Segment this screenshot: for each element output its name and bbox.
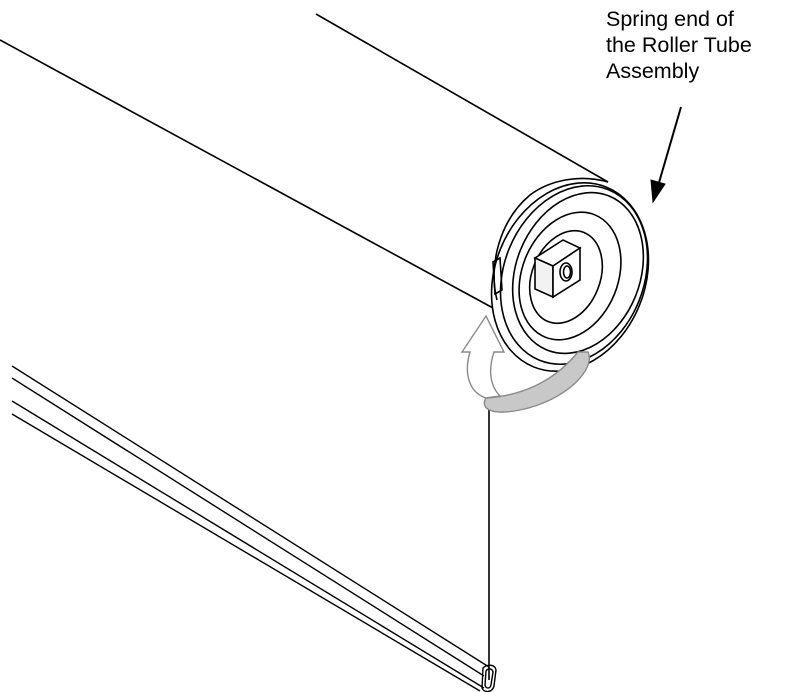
drive-side-face	[552, 246, 581, 299]
callout-arrow-head	[650, 179, 666, 204]
end-cap-rim-2	[499, 184, 649, 366]
rotation-arrow-band	[483, 351, 590, 413]
tube-end-notch	[492, 256, 503, 296]
bottom-bar	[11, 365, 497, 692]
bottom-bar-end-cap	[481, 664, 497, 692]
roller-tube	[0, 13, 609, 309]
bottom-bar-line-4	[11, 413, 481, 692]
bottom-bar-end-cap-inner	[484, 668, 494, 689]
rotation-arrow	[460, 314, 590, 413]
tube-top-edge	[315, 13, 609, 183]
callout-line-2: the Roller Tube	[606, 33, 752, 57]
end-cap-face	[511, 191, 645, 355]
rotation-arrow-head	[460, 314, 506, 399]
spring-drive-square	[533, 239, 582, 299]
bottom-bar-line-3	[11, 400, 485, 689]
callout-line-3: Assembly	[606, 59, 700, 83]
callout-line-1: Spring end of	[606, 7, 734, 31]
drive-hole-inner	[562, 265, 572, 279]
callout-label: Spring end of the Roller Tube Assembly	[606, 6, 781, 84]
tube-bottom-edge	[0, 39, 494, 309]
end-cap-inner-ring	[518, 211, 622, 341]
tube-end-outline	[493, 177, 609, 301]
drive-hole	[559, 262, 573, 282]
callout-arrow-shaft	[657, 106, 682, 187]
bottom-bar-line-1	[11, 365, 490, 668]
callout-arrow	[650, 106, 682, 204]
bottom-bar-line-2	[11, 377, 485, 677]
